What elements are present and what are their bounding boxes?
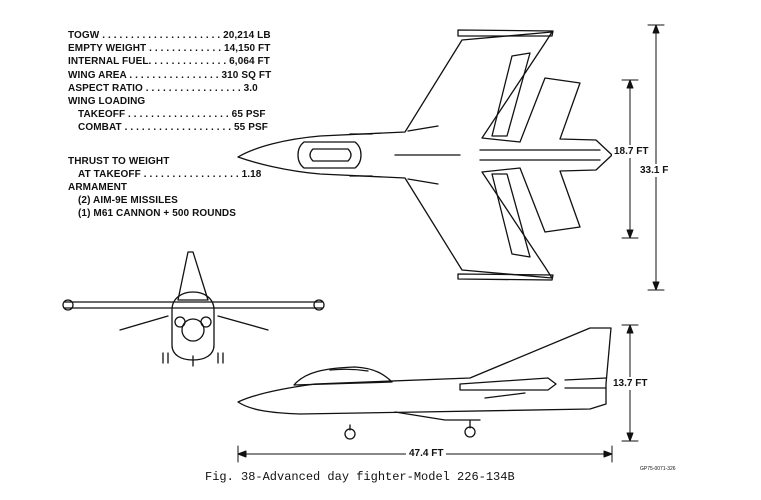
- spec-internal-fuel: INTERNAL FUEL. . . . . . . . . . . . . .…: [68, 56, 270, 68]
- dimension-lines: [237, 24, 665, 463]
- spec-aspect-ratio: ASPECT RATIO . . . . . . . . . . . . . .…: [68, 82, 258, 94]
- specifications-block: TOGW . . . . . . . . . . . . . . . . . .…: [68, 29, 288, 220]
- spec-at-takeoff: AT TAKEOFF . . . . . . . . . . . . . . .…: [78, 168, 262, 180]
- top-view: [237, 29, 613, 281]
- spec-combat: COMBAT . . . . . . . . . . . . . . . . .…: [78, 122, 268, 134]
- spec-wing-area: WING AREA . . . . . . . . . . . . . . . …: [68, 69, 272, 81]
- spec-thrust-to-weight: THRUST TO WEIGHT: [68, 155, 170, 167]
- spec-armament: ARMAMENT: [68, 181, 128, 193]
- length-top-label: 33.1 F: [638, 164, 671, 177]
- spec-cannon: (1) M61 CANNON + 500 ROUNDS: [78, 208, 237, 220]
- spec-missiles: (2) AIM-9E MISSILES: [78, 195, 178, 207]
- spec-empty-weight: EMPTY WEIGHT . . . . . . . . . . . . . 1…: [68, 43, 271, 55]
- figure-caption: Fig. 38-Advanced day fighter-Model 226-1…: [205, 470, 515, 484]
- drawing-reference: GP75-0071-326: [640, 466, 676, 472]
- length-label: 47.4 FT: [406, 448, 447, 459]
- height-label: 13.7 FT: [611, 377, 650, 390]
- spec-wing-loading: WING LOADING: [68, 95, 146, 107]
- spec-togw: TOGW . . . . . . . . . . . . . . . . . .…: [68, 30, 271, 41]
- spec-takeoff: TAKEOFF . . . . . . . . . . . . . . . . …: [78, 109, 266, 121]
- front-view: [62, 251, 325, 367]
- wingspan-label: 18.7 FT: [612, 145, 651, 158]
- side-view: [237, 327, 612, 440]
